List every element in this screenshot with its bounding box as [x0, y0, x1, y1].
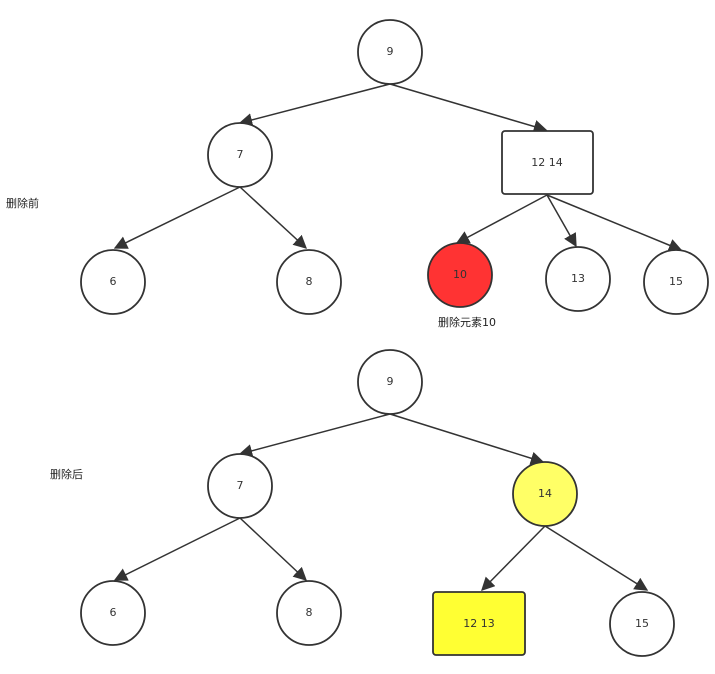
after-node-14: 14 — [512, 461, 578, 527]
node-label: 14 — [538, 487, 552, 500]
node-label: 6 — [110, 275, 117, 288]
after-node-12-13: 12 13 — [432, 591, 526, 656]
edge-14-15 — [544, 525, 649, 591]
node-label: 7 — [237, 148, 244, 161]
node-circle — [207, 122, 273, 188]
label-delete-element: 删除元素10 — [438, 316, 496, 329]
before-node-9: 9 — [357, 19, 423, 85]
node-circle — [545, 246, 611, 312]
node-label: 8 — [306, 275, 313, 288]
node-circle — [357, 19, 423, 85]
node-label: 12 13 — [463, 617, 495, 630]
after-node-15: 15 — [609, 591, 675, 657]
before-node-12-14: 12 14 — [501, 130, 594, 195]
node-label: 15 — [635, 617, 649, 630]
before-node-10-deleted: 10 — [427, 242, 493, 308]
edge-9-7 — [238, 413, 391, 458]
edge-12-14-13 — [546, 194, 577, 248]
node-circle — [643, 249, 709, 315]
node-label: 10 — [453, 268, 467, 281]
label-after: 删除后 — [50, 468, 83, 481]
label-before: 删除前 — [6, 197, 39, 210]
before-node-6: 6 — [80, 249, 146, 315]
node-circle — [80, 580, 146, 646]
before-node-8: 8 — [276, 249, 342, 315]
edge-7-6 — [113, 517, 241, 581]
edge-14-12-13 — [481, 525, 546, 591]
edge-9-14 — [389, 413, 545, 465]
before-node-7: 7 — [207, 122, 273, 188]
node-label: 15 — [669, 275, 683, 288]
node-label: 13 — [571, 272, 585, 285]
after-tree-edges — [113, 413, 649, 591]
node-label: 9 — [387, 375, 394, 388]
node-circle — [357, 349, 423, 415]
node-label: 8 — [306, 606, 313, 619]
node-circle — [427, 242, 493, 308]
edge-9-12-14 — [389, 83, 548, 134]
edge-7-8 — [239, 186, 307, 249]
before-tree-edges — [113, 83, 683, 252]
node-circle — [276, 249, 342, 315]
after-node-6: 6 — [80, 580, 146, 646]
node-circle — [207, 453, 273, 519]
edge-7-6 — [113, 186, 241, 249]
node-box — [432, 591, 526, 656]
after-node-9: 9 — [357, 349, 423, 415]
node-circle — [609, 591, 675, 657]
node-circle — [80, 249, 146, 315]
node-circle — [512, 461, 578, 527]
node-label: 9 — [387, 45, 394, 58]
after-node-7: 7 — [207, 453, 273, 519]
before-node-13: 13 — [545, 246, 611, 312]
edge-7-8 — [239, 517, 307, 581]
before-node-15: 15 — [643, 249, 709, 315]
node-label: 6 — [110, 606, 117, 619]
after-node-8: 8 — [276, 580, 342, 646]
node-box — [501, 130, 594, 195]
edge-9-7 — [238, 83, 391, 127]
node-label: 7 — [237, 479, 244, 492]
edge-12-14-15 — [546, 194, 683, 252]
node-circle — [276, 580, 342, 646]
node-label: 12 14 — [531, 156, 563, 169]
edge-12-14-10 — [455, 194, 548, 244]
